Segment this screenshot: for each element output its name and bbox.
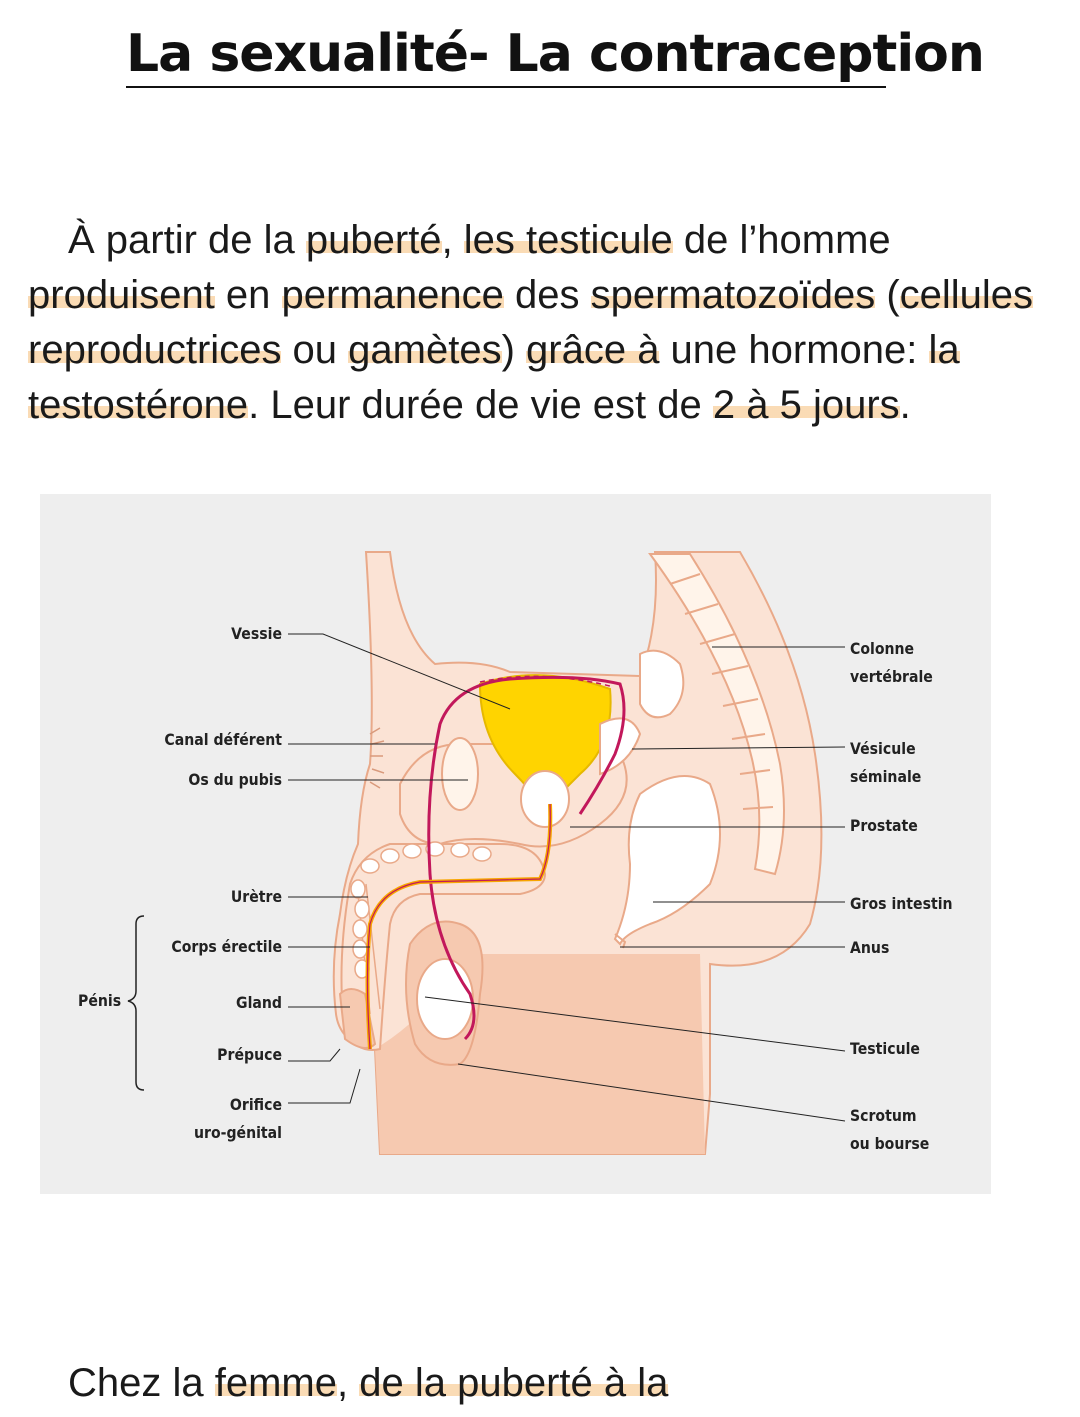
label-corps-erectile: Corps érectile (171, 937, 282, 956)
testicle (416, 958, 474, 1040)
text-segment: ( (875, 273, 900, 317)
prostate (520, 770, 570, 828)
highlighted-text: femme (214, 1361, 337, 1405)
label-os-pubis: Os du pubis (188, 770, 282, 789)
label-vesicule: Vésicule (850, 739, 916, 758)
highlighted-text: grâce à (526, 328, 660, 372)
text-segment: ou (281, 328, 349, 372)
text-segment: en (214, 273, 282, 317)
text-segment: , (441, 218, 464, 262)
label-orifice: Orifice (229, 1095, 282, 1114)
highlighted-text: 2 à 5 jours (712, 383, 900, 427)
text-segment: . Leur durée de vie est de (248, 383, 713, 427)
label-prostate: Prostate (850, 816, 918, 835)
anus (614, 933, 627, 949)
highlighted-text: spermatozoïdes (590, 273, 876, 317)
highlighted-text: puberté (305, 218, 442, 262)
vertebrae (669, 573, 774, 810)
text-segment: ) (501, 328, 527, 372)
highlighted-text: de la puberté à la (359, 1361, 669, 1405)
label-testicule: Testicule (850, 1039, 920, 1058)
highlighted-text: gamètes (348, 328, 502, 372)
second-paragraph: Chez la femme, de la puberté à la (68, 1356, 1068, 1411)
label-vessie: Vessie (231, 624, 282, 643)
seminal-vesicle (599, 717, 642, 776)
label-seminale: séminale (850, 767, 922, 786)
erectile-tissue (350, 841, 492, 979)
vas-deferens-dashed (479, 675, 611, 687)
text-segment: , (337, 1361, 360, 1405)
label-vertebrale: vertébrale (850, 667, 933, 686)
upper-intestine (639, 649, 685, 719)
male-reproductive-diagram: Vessie Canal déférent Os du pubis Urètre… (40, 494, 991, 1194)
text-segment: . (899, 383, 911, 427)
label-scrotum: Scrotum (850, 1106, 917, 1125)
text-segment: des (503, 273, 591, 317)
text-segment: Chez la (68, 1361, 215, 1405)
anatomy-illustration (127, 551, 846, 1155)
label-prepuce: Prépuce (217, 1045, 282, 1064)
page-title: La sexualité- La contraception (126, 24, 985, 84)
highlighted-text: les testicule (463, 218, 673, 262)
title-underline (126, 86, 886, 88)
pubic-bone (441, 737, 479, 811)
label-uretre: Urètre (230, 887, 282, 906)
vas-deferens (427, 675, 626, 1041)
leader-lines-right (424, 646, 846, 1122)
label-gland: Gland (236, 993, 282, 1012)
penis-bracket (127, 915, 145, 1091)
spine (648, 553, 785, 876)
label-ou-bourse: ou bourse (850, 1134, 930, 1153)
pubic-hair (369, 727, 385, 789)
text-segment: une hormone: (659, 328, 929, 372)
label-colonne: Colonne (850, 639, 915, 658)
text-segment: À partir de la (68, 218, 306, 262)
label-canal-deferent: Canal déférent (164, 730, 282, 749)
label-gros-intestin: Gros intestin (850, 894, 953, 913)
label-penis: Pénis (78, 991, 122, 1010)
highlighted-text: permanence (281, 273, 504, 317)
intro-paragraph: À partir de la puberté, les testicule de… (28, 213, 1058, 433)
urethra-line (366, 803, 551, 1050)
highlighted-text: produisent (28, 273, 215, 317)
intestine (613, 775, 721, 946)
text-segment: de l’homme (672, 218, 891, 262)
label-uro-genital: uro-génital (193, 1123, 282, 1142)
leader-lines-left (288, 633, 511, 1104)
label-anus: Anus (850, 938, 890, 957)
